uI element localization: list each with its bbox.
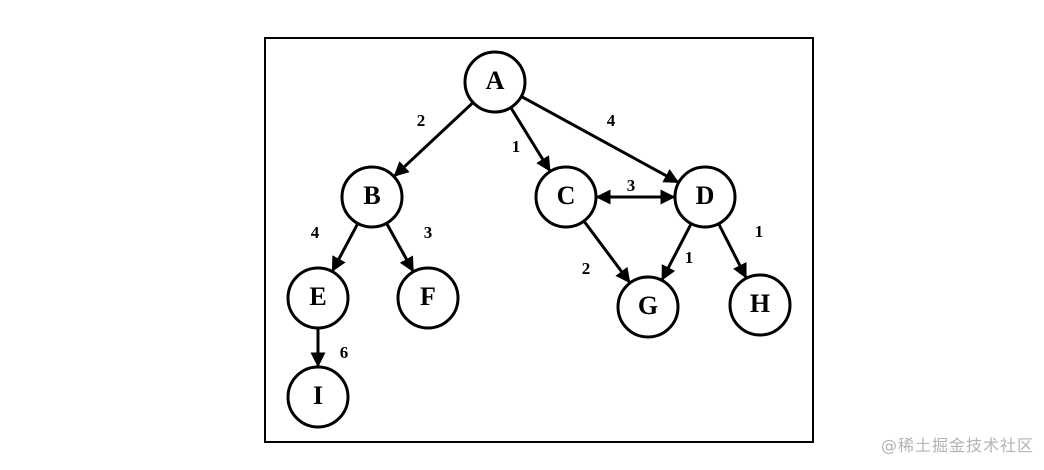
- node-circle-D: [673, 165, 737, 229]
- node-I: I: [286, 365, 350, 429]
- edge-weight-E-I: 6: [340, 343, 349, 362]
- node-circle-C: [534, 165, 598, 229]
- edge-weight-A-C: 1: [512, 137, 521, 156]
- node-label-B: B: [363, 181, 380, 210]
- node-circle-F: [396, 266, 460, 330]
- node-circle-E: [286, 266, 350, 330]
- edge-C-G: [583, 220, 631, 284]
- edge-weight-C-G: 2: [582, 259, 591, 278]
- edge-A-B: [393, 102, 474, 177]
- watermark: @稀土掘金技术社区: [880, 436, 1034, 455]
- node-label-H: H: [750, 289, 770, 318]
- edge-weights-layer: 2 1 4 3 4 3 2 1 1 6: [311, 111, 764, 362]
- node-B: B: [340, 165, 404, 229]
- diagram-frame: [264, 37, 814, 443]
- edge-B-F: [385, 223, 415, 273]
- node-circle-I: [286, 365, 350, 429]
- nodes-layer: A B C D E F G H I: [286, 50, 792, 429]
- edge-weight-C-D: 3: [627, 176, 636, 195]
- node-label-E: E: [309, 282, 326, 311]
- node-D: D: [673, 165, 737, 229]
- node-G: G: [616, 275, 680, 339]
- node-circle-H: [728, 273, 792, 337]
- node-label-C: C: [557, 181, 576, 210]
- edge-weight-B-E: 4: [311, 223, 320, 242]
- edge-D-H: [717, 223, 748, 279]
- edge-A-D: [521, 95, 680, 184]
- edge-weight-A-B: 2: [417, 111, 426, 130]
- edge-B-E: [331, 223, 359, 272]
- node-label-I: I: [313, 381, 323, 410]
- node-C: C: [534, 165, 598, 229]
- edges-layer: [310, 95, 748, 368]
- node-H: H: [728, 273, 792, 337]
- node-label-A: A: [486, 66, 505, 95]
- edge-weight-A-D: 4: [607, 111, 616, 130]
- node-A: A: [463, 50, 527, 114]
- node-label-F: F: [420, 282, 436, 311]
- node-circle-A: [463, 50, 527, 114]
- node-circle-B: [340, 165, 404, 229]
- node-label-G: G: [638, 291, 658, 320]
- edge-weight-D-H: 1: [755, 222, 764, 241]
- node-label-D: D: [696, 181, 715, 210]
- edge-A-C: [510, 107, 551, 172]
- node-E: E: [286, 266, 350, 330]
- edge-weight-D-G: 1: [685, 248, 694, 267]
- edge-D-G: [660, 223, 693, 281]
- edge-weight-B-F: 3: [424, 223, 433, 242]
- node-circle-G: [616, 275, 680, 339]
- node-F: F: [396, 266, 460, 330]
